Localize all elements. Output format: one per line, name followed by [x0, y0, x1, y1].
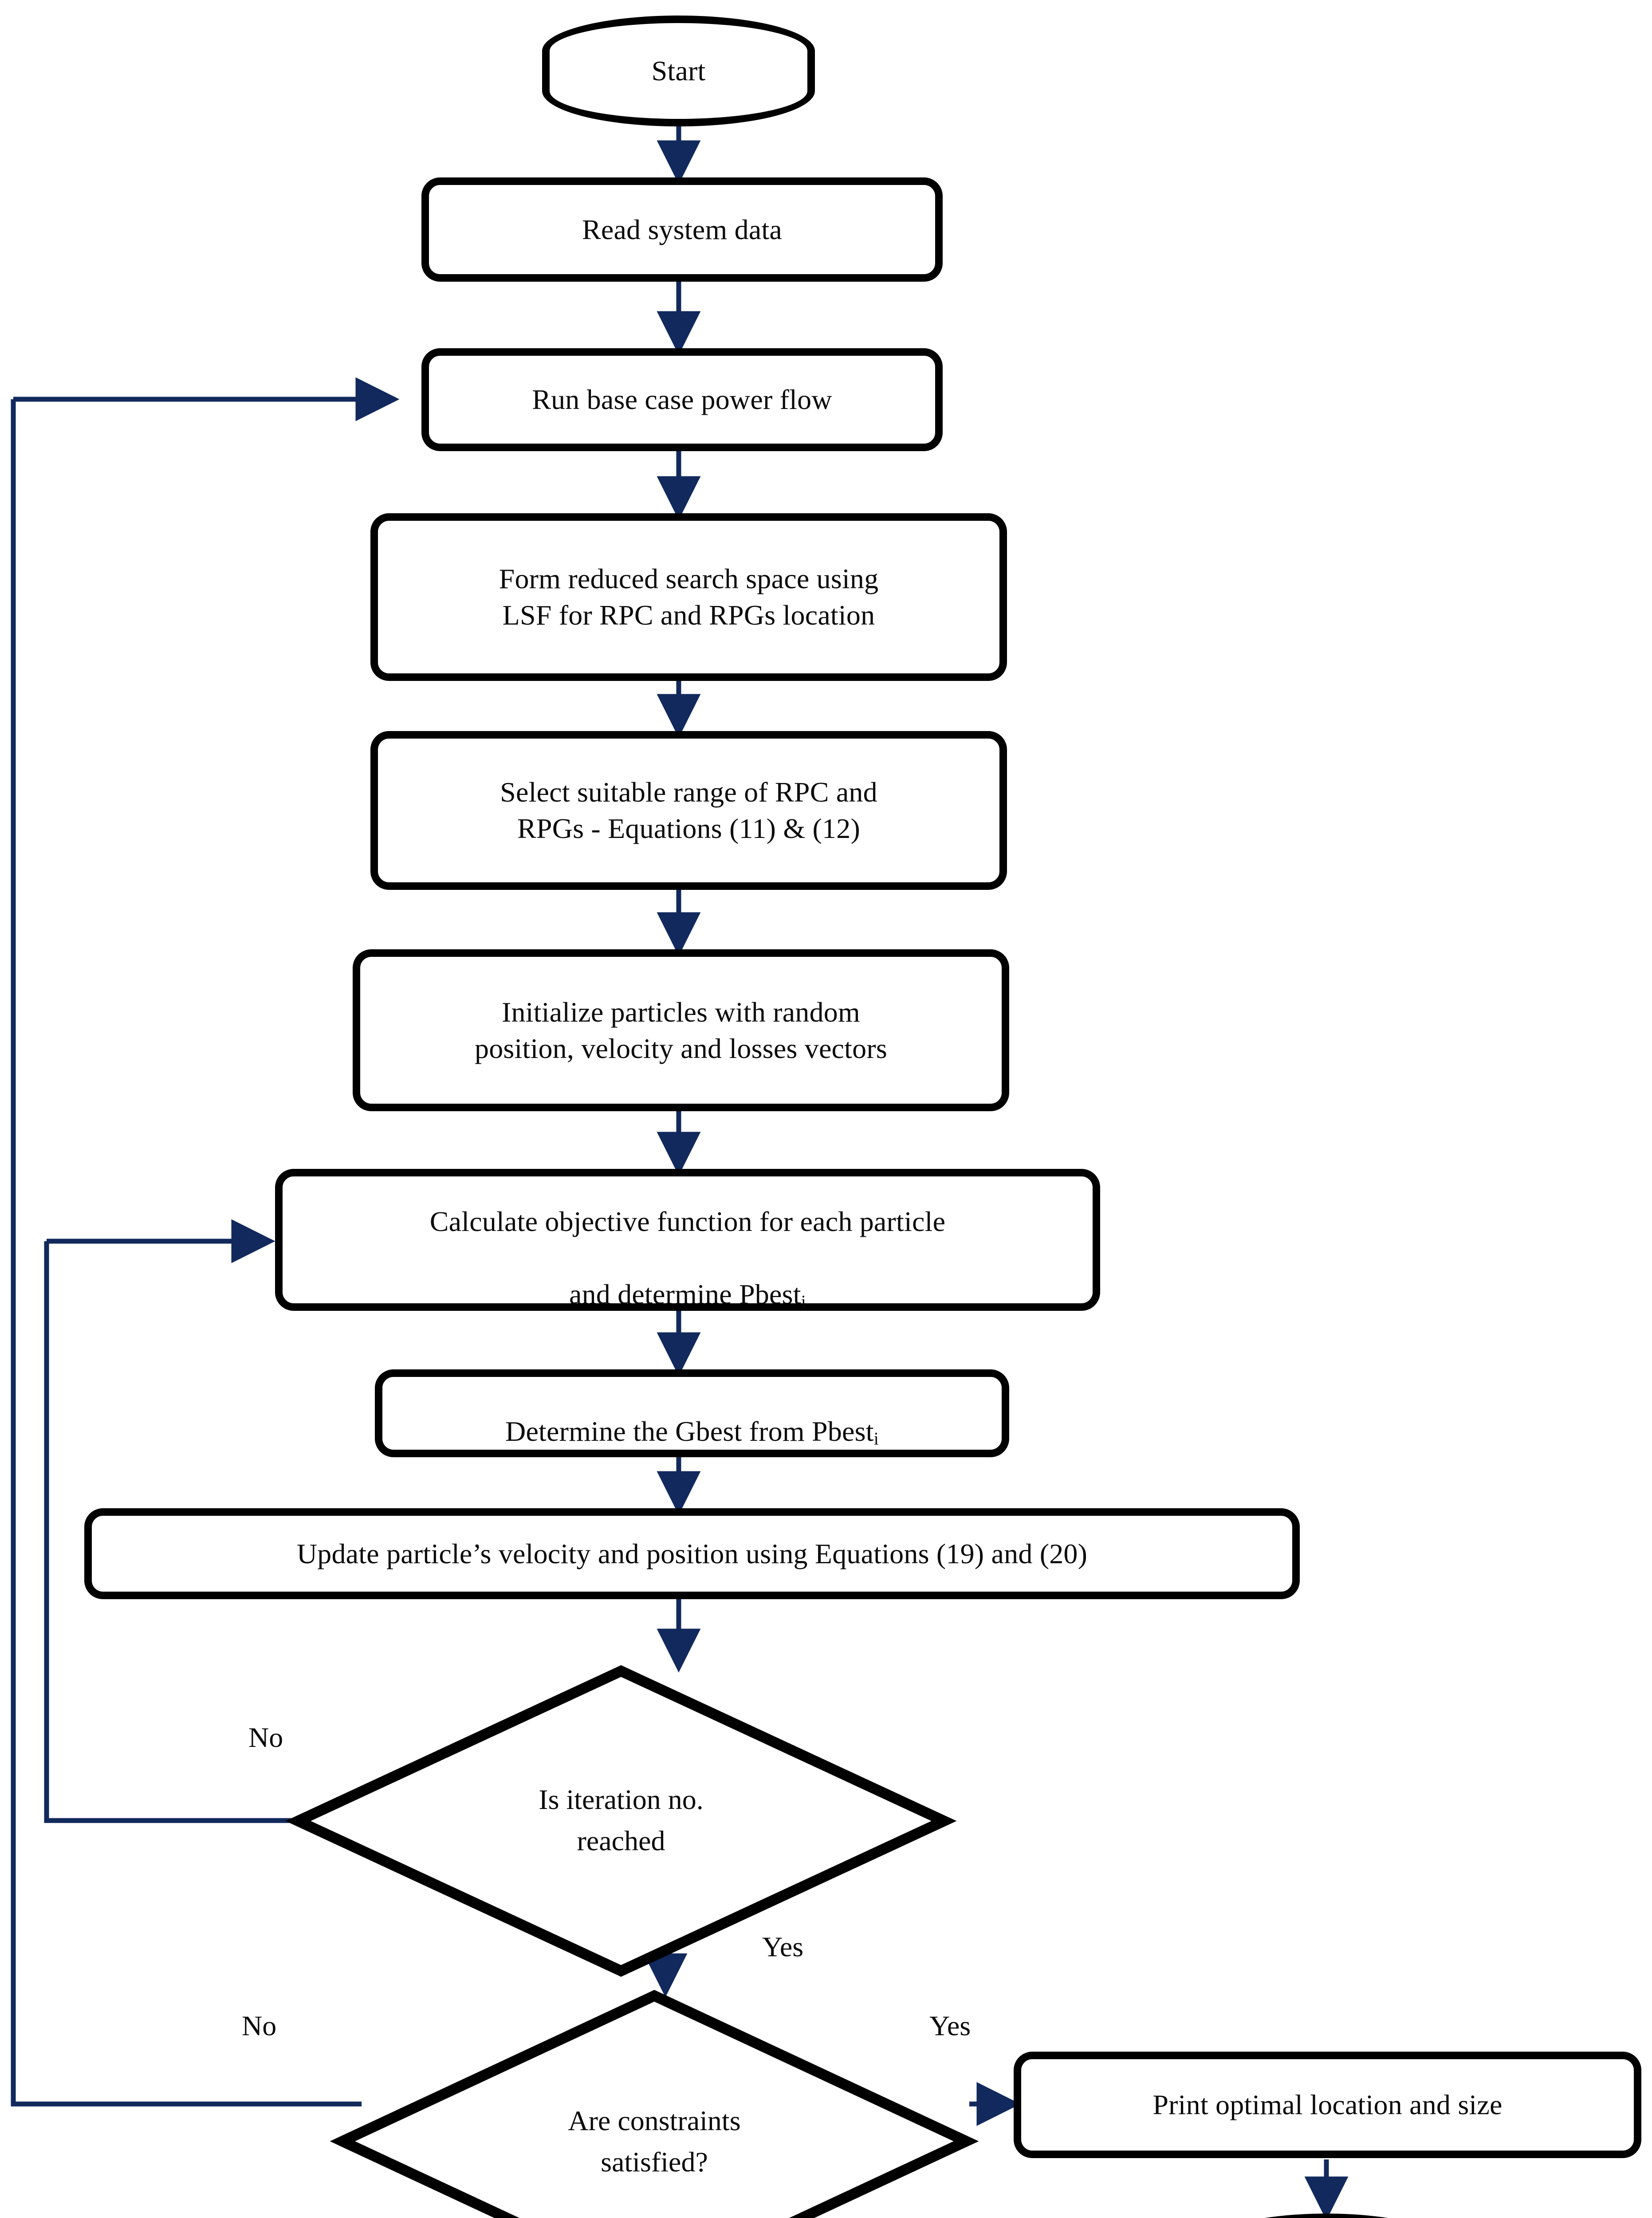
objective-subscript: i	[801, 1292, 806, 1312]
node-select-suitable-range[interactable]: Select suitable range of RPC and RPGs - …	[370, 731, 1007, 890]
edge-label-constraints-yes: Yes	[929, 2010, 971, 2041]
objective-line-2: and determine Pbest	[569, 1278, 801, 1310]
node-iteration-check[interactable]: Is iteration no. reached	[285, 1665, 957, 1977]
node-initialize-particles-label: Initialize particles with random positio…	[475, 996, 887, 1064]
edge-label-iteration-no: No	[248, 1722, 283, 1753]
node-start[interactable]: Start	[542, 16, 815, 126]
node-read-system-data[interactable]: Read system data	[421, 177, 943, 282]
node-form-reduced-search-space[interactable]: Form reduced search space using LSF for …	[370, 513, 1007, 681]
node-read-system-data-label: Read system data	[582, 213, 783, 245]
node-calculate-objective-function[interactable]: Calculate objective function for each pa…	[275, 1169, 1100, 1311]
node-run-base-case-power-flow[interactable]: Run base case power flow	[421, 348, 943, 451]
node-determine-gbest[interactable]: Determine the Gbest from Pbesti	[375, 1369, 1009, 1457]
node-update-particle-label: Update particle’s velocity and position …	[296, 1538, 1088, 1569]
edge-label-constraints-no: No	[242, 2010, 277, 2041]
objective-line-1: Calculate objective function for each pa…	[429, 1206, 946, 1238]
node-update-particle[interactable]: Update particle’s velocity and position …	[84, 1508, 1300, 1599]
node-select-suitable-range-label: Select suitable range of RPC and RPGs - …	[500, 776, 877, 844]
node-print-optimal-label: Print optimal location and size	[1152, 2089, 1503, 2121]
node-start-label: Start	[651, 55, 706, 87]
node-run-base-case-power-flow-label: Run base case power flow	[532, 384, 832, 416]
node-determine-gbest-label: Determine the Gbest from Pbesti	[494, 1377, 890, 1450]
node-constraints-check[interactable]: Are constraints satisfied?	[330, 1990, 979, 2218]
gbest-text: Determine the Gbest from Pbest	[505, 1416, 874, 1447]
node-form-reduced-search-space-label: Form reduced search space using LSF for …	[499, 563, 879, 631]
node-calculate-objective-function-label: Calculate objective function for each pa…	[418, 1167, 957, 1313]
node-initialize-particles[interactable]: Initialize particles with random positio…	[353, 949, 1009, 1111]
gbest-subscript: i	[873, 1429, 879, 1449]
node-print-optimal[interactable]: Print optimal location and size	[1014, 2052, 1641, 2158]
edge-label-iteration-yes: Yes	[762, 1931, 804, 1962]
